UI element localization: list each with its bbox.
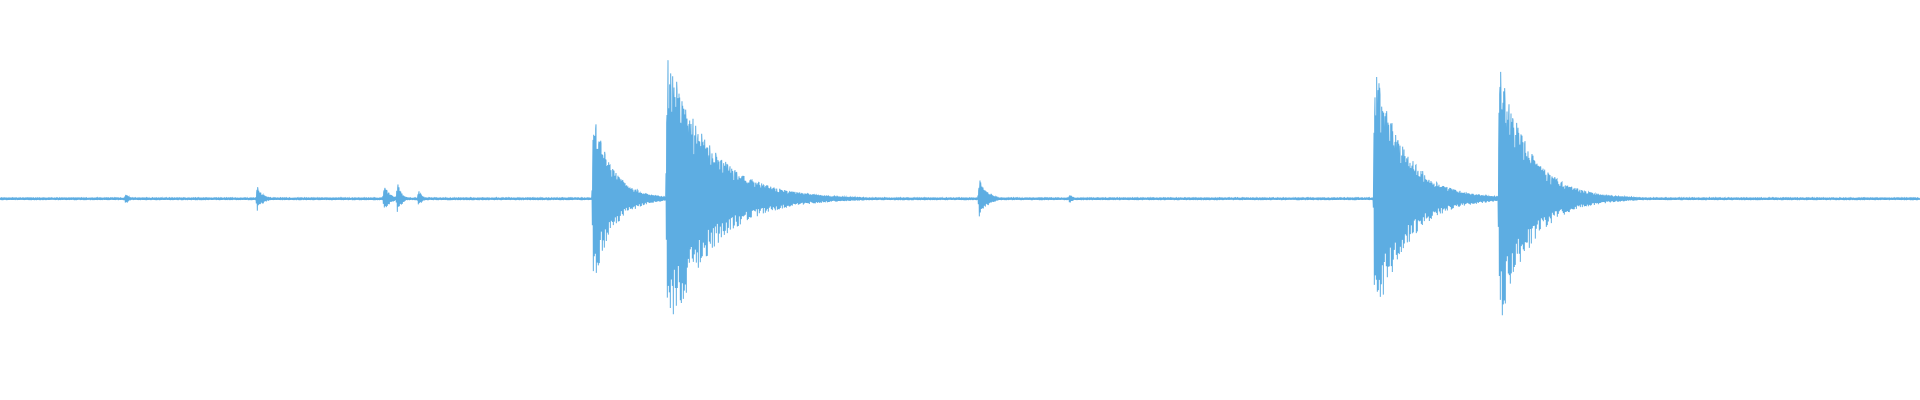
waveform-trace — [0, 60, 1920, 316]
